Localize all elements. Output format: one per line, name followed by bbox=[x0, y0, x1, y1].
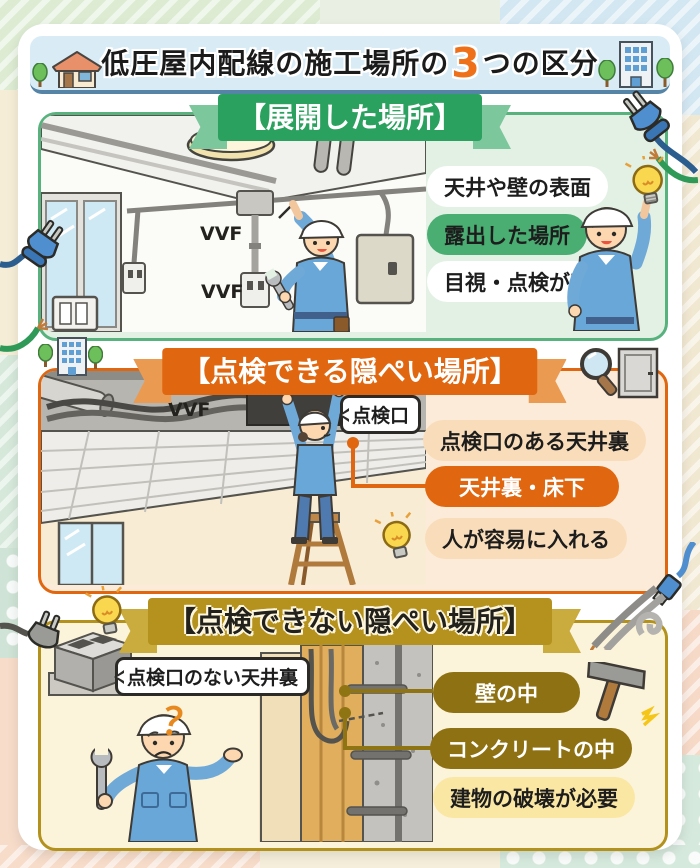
cinder-block-icon bbox=[51, 631, 135, 693]
banner-exposed: 【展開した場所】 bbox=[188, 94, 512, 149]
connector-dot bbox=[347, 437, 359, 449]
worker-on-ladder-figure bbox=[280, 384, 346, 544]
pill-destruction-needed: 建物の破壊が必要 bbox=[433, 777, 635, 818]
banner-label: 【展開した場所】 bbox=[217, 94, 483, 141]
light-switch-icon bbox=[51, 295, 99, 332]
banner-concealed-uninspectable: 【点検できない隠ぺい場所】 bbox=[118, 598, 582, 653]
tree-icon bbox=[88, 346, 103, 369]
pill-surface: 天井や壁の表面 bbox=[427, 166, 608, 207]
connector-line bbox=[343, 711, 347, 749]
banner-label: 【点検できる隠ぺい場所】 bbox=[162, 348, 538, 395]
worker-pointing-figure bbox=[264, 200, 351, 332]
tree-icon bbox=[38, 344, 53, 367]
vvf-label-lower: VVF bbox=[201, 281, 244, 303]
section-exposed: VVF VVF 天井や壁の表面 露出した場所 目視・点検が容易 bbox=[38, 112, 668, 341]
tree-icon bbox=[656, 58, 674, 87]
no-hatch-bubble: 点検口のない天井裏 bbox=[113, 657, 311, 696]
connector-line bbox=[351, 484, 427, 488]
tree-icon bbox=[598, 60, 616, 87]
worker-idea-figure bbox=[567, 198, 652, 331]
pill-hatch-ceiling: 点検口のある天井裏 bbox=[423, 420, 646, 461]
title-suffix: つの区分 bbox=[482, 47, 599, 80]
building-icon bbox=[57, 337, 87, 376]
cables-icon bbox=[590, 585, 667, 650]
lightbulb-icon bbox=[85, 586, 123, 635]
building-icon bbox=[619, 41, 653, 88]
plug-icon bbox=[0, 610, 61, 649]
plug-icon bbox=[0, 219, 64, 268]
tree-icon bbox=[32, 63, 48, 87]
pill-ceiling-underfloor: 天井裏・床下 bbox=[425, 466, 619, 507]
pill-easy-entry: 人が容易に入れる bbox=[425, 518, 627, 559]
section-concealed-uninspectable: 点検口のない天井裏 ？ 壁の中 コンクリートの中 建物の破壊が必要 bbox=[38, 620, 668, 851]
connector-line bbox=[345, 689, 433, 693]
lightbulb-icon bbox=[624, 156, 664, 205]
section-concealed-inspectable: VVF 点検口 点検口のある天井裏 天井裏・床下 人が容易に入れる bbox=[38, 368, 668, 594]
door-icon bbox=[617, 347, 659, 399]
banner-label: 【点検できない隠ぺい場所】 bbox=[147, 598, 553, 645]
banner-concealed-inspectable: 【点検できる隠ぺい場所】 bbox=[133, 348, 567, 403]
lightbulb-icon bbox=[374, 512, 412, 559]
connector-line bbox=[343, 746, 433, 750]
pill-in-concrete: コンクリートの中 bbox=[430, 728, 632, 769]
title-number: 3 bbox=[451, 39, 481, 87]
plug-icon bbox=[623, 90, 698, 175]
vvf-label-upper: VVF bbox=[200, 223, 243, 245]
connector-line bbox=[351, 445, 355, 487]
vvf-label: VVF bbox=[168, 399, 211, 421]
pill-exposed: 露出した場所 bbox=[427, 214, 587, 255]
wire-icon bbox=[0, 318, 49, 352]
header: 低圧屋内配線の施工場所の3つの区分 bbox=[30, 36, 670, 94]
wall-illustration bbox=[41, 623, 433, 842]
room-illustration bbox=[41, 115, 426, 332]
title-prefix: 低圧屋内配線の施工場所の bbox=[101, 47, 450, 80]
hammer-icon bbox=[586, 662, 660, 727]
window bbox=[57, 521, 125, 585]
worker-confused-figure bbox=[90, 714, 243, 842]
page-title: 低圧屋内配線の施工場所の3つの区分 bbox=[101, 39, 599, 87]
hatch-bubble: 点検口 bbox=[338, 395, 422, 434]
house-icon bbox=[52, 51, 102, 88]
pill-in-wall: 壁の中 bbox=[433, 672, 580, 713]
magnifier-icon bbox=[580, 348, 618, 397]
